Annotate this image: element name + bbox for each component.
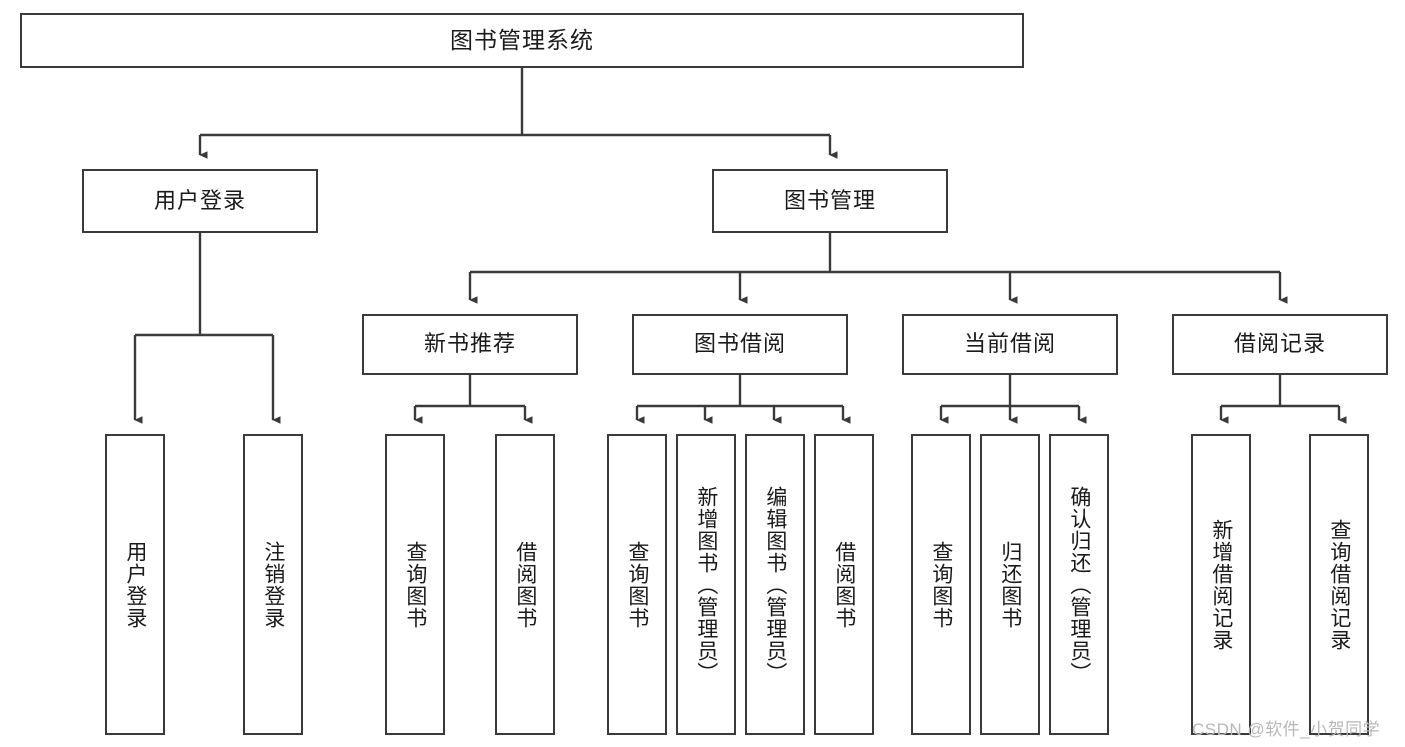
- node-current-borrow[interactable]: 当前借阅: [902, 314, 1118, 375]
- node-label: 确认归还（管理员）: [1067, 485, 1091, 684]
- leaf-new-book-query-book[interactable]: 查询图书: [385, 434, 445, 735]
- leaf-current-borrow-query-book[interactable]: 查询图书: [911, 434, 971, 735]
- leaf-book-borrow-add-book-admin[interactable]: 新增图书（管理员）: [676, 434, 736, 735]
- node-new-book-recommend[interactable]: 新书推荐: [362, 314, 578, 375]
- leaf-current-borrow-confirm-return-admin[interactable]: 确认归还（管理员）: [1049, 434, 1109, 735]
- leaf-new-book-borrow-book[interactable]: 借阅图书: [495, 434, 555, 735]
- csdn-watermark: CSDN @软件_小贺同学: [1192, 720, 1381, 739]
- node-label: 图书管理: [783, 187, 876, 213]
- node-label: 当前借阅: [963, 331, 1056, 357]
- node-root-book-management-system[interactable]: 图书管理系统: [20, 13, 1024, 68]
- node-borrow-record[interactable]: 借阅记录: [1172, 314, 1388, 375]
- leaf-borrow-record-query-record[interactable]: 查询借阅记录: [1309, 434, 1369, 735]
- node-label: 归还图书: [998, 540, 1022, 629]
- node-label: 新书推荐: [423, 331, 516, 357]
- node-label: 图书借阅: [693, 331, 786, 357]
- leaf-current-borrow-return-book[interactable]: 归还图书: [980, 434, 1040, 735]
- node-label: 借阅图书: [513, 540, 537, 629]
- node-label: 用户登录: [153, 187, 246, 213]
- leaf-book-borrow-borrow-book[interactable]: 借阅图书: [814, 434, 874, 735]
- node-label: 图书管理系统: [450, 26, 594, 53]
- leaf-user-login-login[interactable]: 用户登录: [105, 434, 165, 735]
- node-label: 新增图书（管理员）: [694, 485, 718, 684]
- node-label: 注销登录: [261, 540, 285, 629]
- node-label: 查询图书: [625, 540, 649, 629]
- leaf-book-borrow-query-book[interactable]: 查询图书: [607, 434, 667, 735]
- node-label: 编辑图书（管理员）: [763, 485, 787, 684]
- node-label: 新增借阅记录: [1209, 518, 1233, 651]
- node-book-borrow[interactable]: 图书借阅: [632, 314, 848, 375]
- node-label: 查询图书: [403, 540, 427, 629]
- node-label: 用户登录: [123, 540, 147, 629]
- leaf-book-borrow-edit-book-admin[interactable]: 编辑图书（管理员）: [745, 434, 805, 735]
- node-user-login[interactable]: 用户登录: [82, 169, 318, 233]
- leaf-user-login-logout[interactable]: 注销登录: [243, 434, 303, 735]
- leaf-borrow-record-add-record[interactable]: 新增借阅记录: [1191, 434, 1251, 735]
- node-label: 查询图书: [929, 540, 953, 629]
- node-label: 借阅图书: [832, 540, 856, 629]
- node-label: 借阅记录: [1233, 331, 1326, 357]
- node-label: 查询借阅记录: [1327, 518, 1351, 651]
- node-book-management[interactable]: 图书管理: [712, 169, 948, 233]
